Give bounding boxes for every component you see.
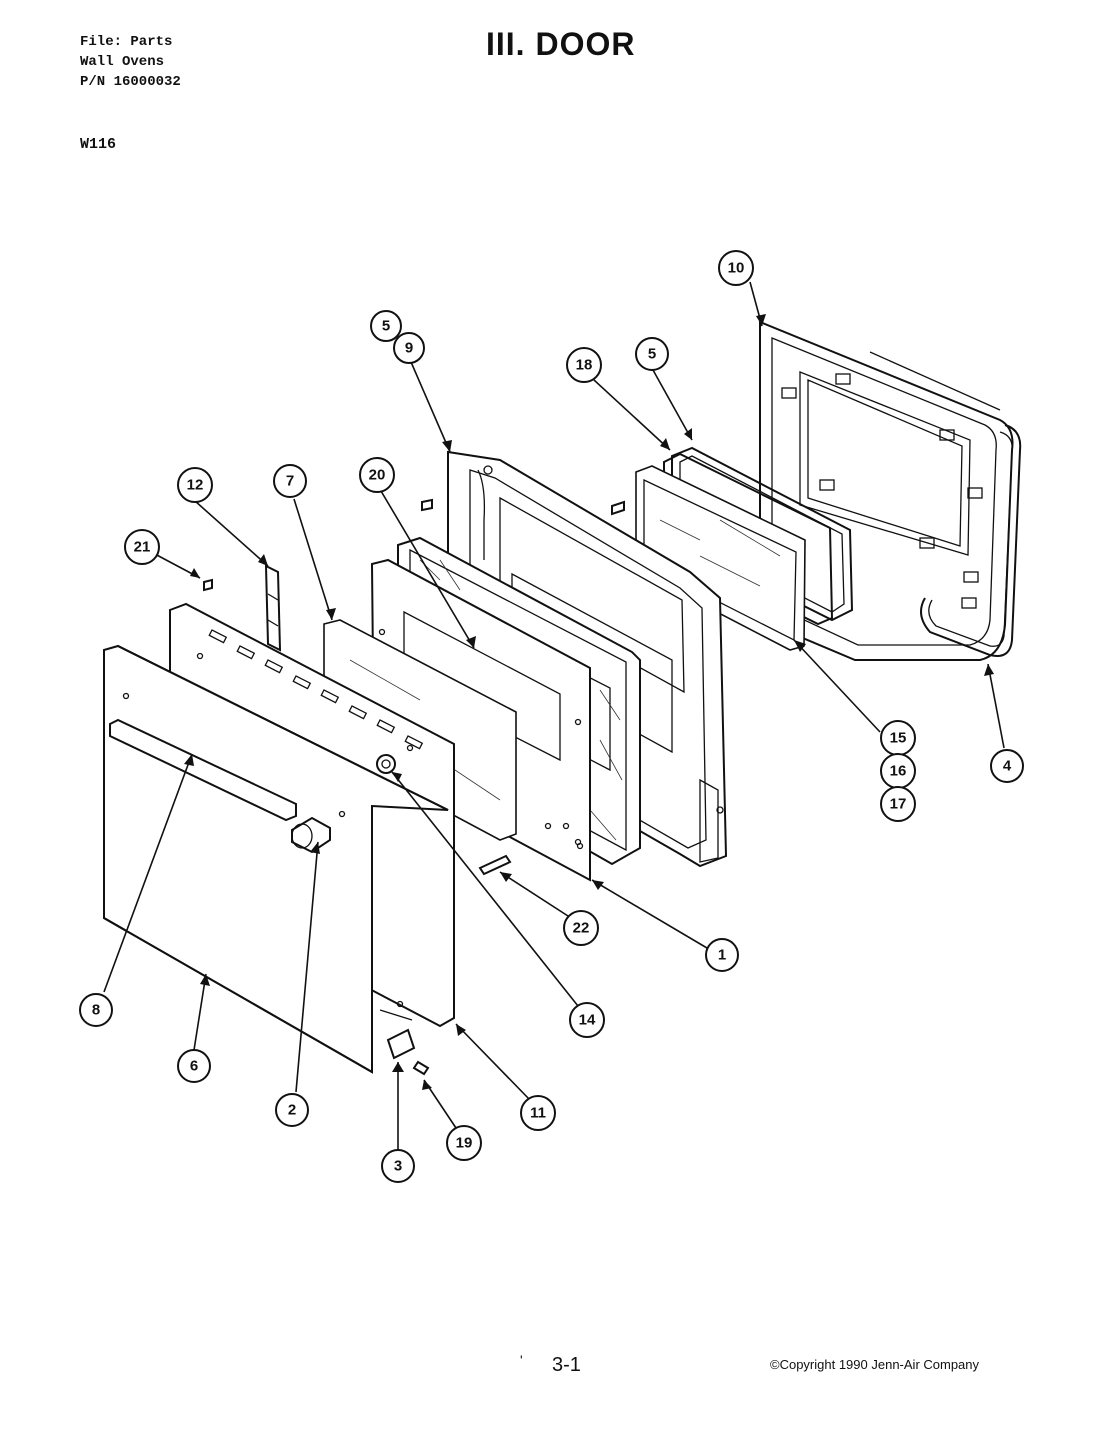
callout-17: 17 <box>880 786 916 822</box>
category-line: Wall Ovens <box>80 54 165 70</box>
svg-text:18: 18 <box>576 357 593 374</box>
callout-18: 18 <box>566 347 602 383</box>
callout-8: 8 <box>79 993 113 1027</box>
svg-text:3: 3 <box>394 1158 402 1175</box>
callout-22: 22 <box>563 910 599 946</box>
svg-text:14: 14 <box>579 1012 596 1029</box>
leader-arrowheads <box>184 314 994 1090</box>
callout-5: 5 <box>635 337 669 371</box>
svg-text:17: 17 <box>890 796 907 813</box>
svg-text:9: 9 <box>405 340 413 357</box>
part-number-line: P/N 16000032 <box>80 74 181 90</box>
door-knob <box>291 810 346 854</box>
callout-5-upper: 5 <box>370 310 402 342</box>
outer-door-panel <box>103 644 449 1074</box>
svg-text:5: 5 <box>648 346 656 363</box>
svg-text:11: 11 <box>530 1105 546 1122</box>
file-line: File: Parts <box>80 34 173 50</box>
footer-mark: ' <box>520 1352 523 1368</box>
callout-7: 7 <box>273 464 307 498</box>
svg-text:12: 12 <box>187 477 204 494</box>
screw-parts <box>203 498 625 876</box>
callout-19: 19 <box>446 1125 482 1161</box>
callout-4: 4 <box>990 749 1024 783</box>
door-gasket <box>920 424 1022 657</box>
svg-text:21: 21 <box>134 539 151 556</box>
svg-text:22: 22 <box>573 920 590 937</box>
page-number: 3-1 <box>552 1354 581 1376</box>
copyright-notice: ©Copyright 1990 Jenn-Air Company <box>770 1357 980 1372</box>
callout-12: 12 <box>177 467 213 503</box>
svg-text:4: 4 <box>1003 758 1012 775</box>
hinge-bracket <box>264 564 282 652</box>
inner-door-liner <box>759 320 1014 661</box>
svg-text:19: 19 <box>456 1135 473 1152</box>
svg-text:1: 1 <box>718 947 726 964</box>
leader-lines <box>103 281 1005 1150</box>
callout-3: 3 <box>381 1149 415 1183</box>
page-title: III. DOOR <box>486 26 636 62</box>
door-latch <box>379 1000 416 1060</box>
callout-11: 11 <box>520 1095 556 1131</box>
file-header: File: Parts Wall Ovens P/N 16000032 <box>80 32 181 92</box>
callout-10: 10 <box>718 250 754 286</box>
svg-text:10: 10 <box>728 260 745 277</box>
svg-text:20: 20 <box>369 467 386 484</box>
callout-15: 15 <box>880 720 916 756</box>
bushing-nut <box>376 744 414 774</box>
svg-text:6: 6 <box>190 1058 198 1075</box>
callout-6: 6 <box>177 1049 211 1083</box>
callout-14: 14 <box>569 1002 605 1038</box>
door-handle <box>109 718 297 822</box>
svg-text:16: 16 <box>890 763 907 780</box>
callout-1: 1 <box>705 938 739 972</box>
latch-screw <box>412 1060 430 1076</box>
svg-text:5: 5 <box>382 318 390 335</box>
callout-21: 21 <box>124 529 160 565</box>
callout-16: 16 <box>880 753 916 789</box>
callout-2: 2 <box>275 1093 309 1127</box>
svg-text:2: 2 <box>288 1102 296 1119</box>
callout-9: 9 <box>393 332 425 364</box>
callout-20: 20 <box>359 457 395 493</box>
model-number: W116 <box>80 136 117 153</box>
svg-text:7: 7 <box>286 473 294 490</box>
svg-text:15: 15 <box>890 730 907 747</box>
svg-text:8: 8 <box>92 1002 100 1019</box>
